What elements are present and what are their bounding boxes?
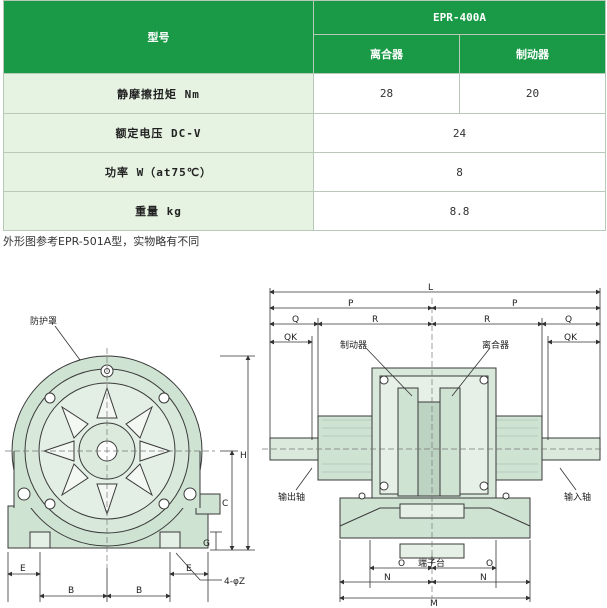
side-dimensions [269, 288, 601, 602]
output-shaft-label: 输出轴 [278, 491, 305, 503]
cover-label: 防护罩 [30, 315, 57, 327]
dim-q-label-left: Q [292, 315, 299, 325]
front-view [5, 348, 221, 568]
dim-r-label-left: R [372, 315, 378, 325]
clutch-torque-value: 28 [313, 73, 460, 114]
table-row: 静摩擦扭矩 Nm 28 20 [3, 73, 607, 114]
dim-l-label: L [428, 283, 433, 293]
dim-p-label-left: P [348, 299, 354, 309]
clutch-label: 离合器 [482, 339, 509, 351]
model-header: 型号 [3, 0, 314, 74]
dim-b-label-left: B [68, 586, 74, 596]
dim-m-label: M [430, 599, 438, 608]
dim-p-label-right: P [512, 299, 518, 309]
brake-label: 制动器 [340, 339, 367, 351]
dim-qk-label-left: QK [284, 333, 298, 343]
input-shaft-label: 输入轴 [564, 491, 591, 503]
dim-h-label: H [240, 451, 247, 461]
dim-e-label-right: E [186, 564, 192, 574]
clutch-header: 离合器 [313, 34, 460, 74]
dim-c-label: C [222, 499, 228, 509]
dim-r-label-right: R [484, 315, 490, 325]
dim-e-label-left: E [20, 564, 26, 574]
dim-g-label: G [203, 539, 210, 549]
hole-label: 4-φZ [224, 577, 245, 587]
dim-n-label-right: N [480, 573, 487, 583]
dim-b-label-right: B [136, 586, 142, 596]
table-row: 额定电压 DC-V 24 [3, 113, 607, 153]
row-label: 重量 kg [3, 191, 314, 231]
drawing-note: 外形图参考EPR-501A型，实物略有不同 [3, 235, 200, 248]
table-row: 重量 kg 8.8 [3, 191, 607, 231]
model-name-header: EPR-400A [312, 0, 607, 35]
voltage-value: 24 [312, 113, 607, 153]
row-label: 额定电压 DC-V [3, 113, 314, 153]
spec-table: 型号 EPR-400A 离合器 制动器 静摩擦扭矩 Nm 28 20 额定电压 … [3, 0, 607, 231]
row-label: 功率 W（at75℃） [3, 152, 314, 192]
row-label: 静摩擦扭矩 Nm [3, 73, 314, 114]
outline-drawing: 防护罩 H C G E E B B 4-φZ [5, 283, 604, 608]
power-value: 8 [312, 152, 607, 192]
brake-torque-value: 20 [458, 73, 607, 114]
dim-n-label-left: N [384, 573, 391, 583]
weight-value: 8.8 [312, 191, 607, 231]
dim-o-label-right: O [486, 559, 493, 569]
brake-header: 制动器 [458, 34, 607, 74]
table-row: 功率 W（at75℃） 8 [3, 152, 607, 192]
dim-qk-label-right: QK [564, 333, 578, 343]
front-dimensions [7, 325, 255, 602]
terminal-label: 端子台 [418, 557, 445, 569]
dim-q-label-right: Q [565, 315, 572, 325]
dim-o-label-left: O [398, 559, 405, 569]
side-view [262, 298, 604, 598]
